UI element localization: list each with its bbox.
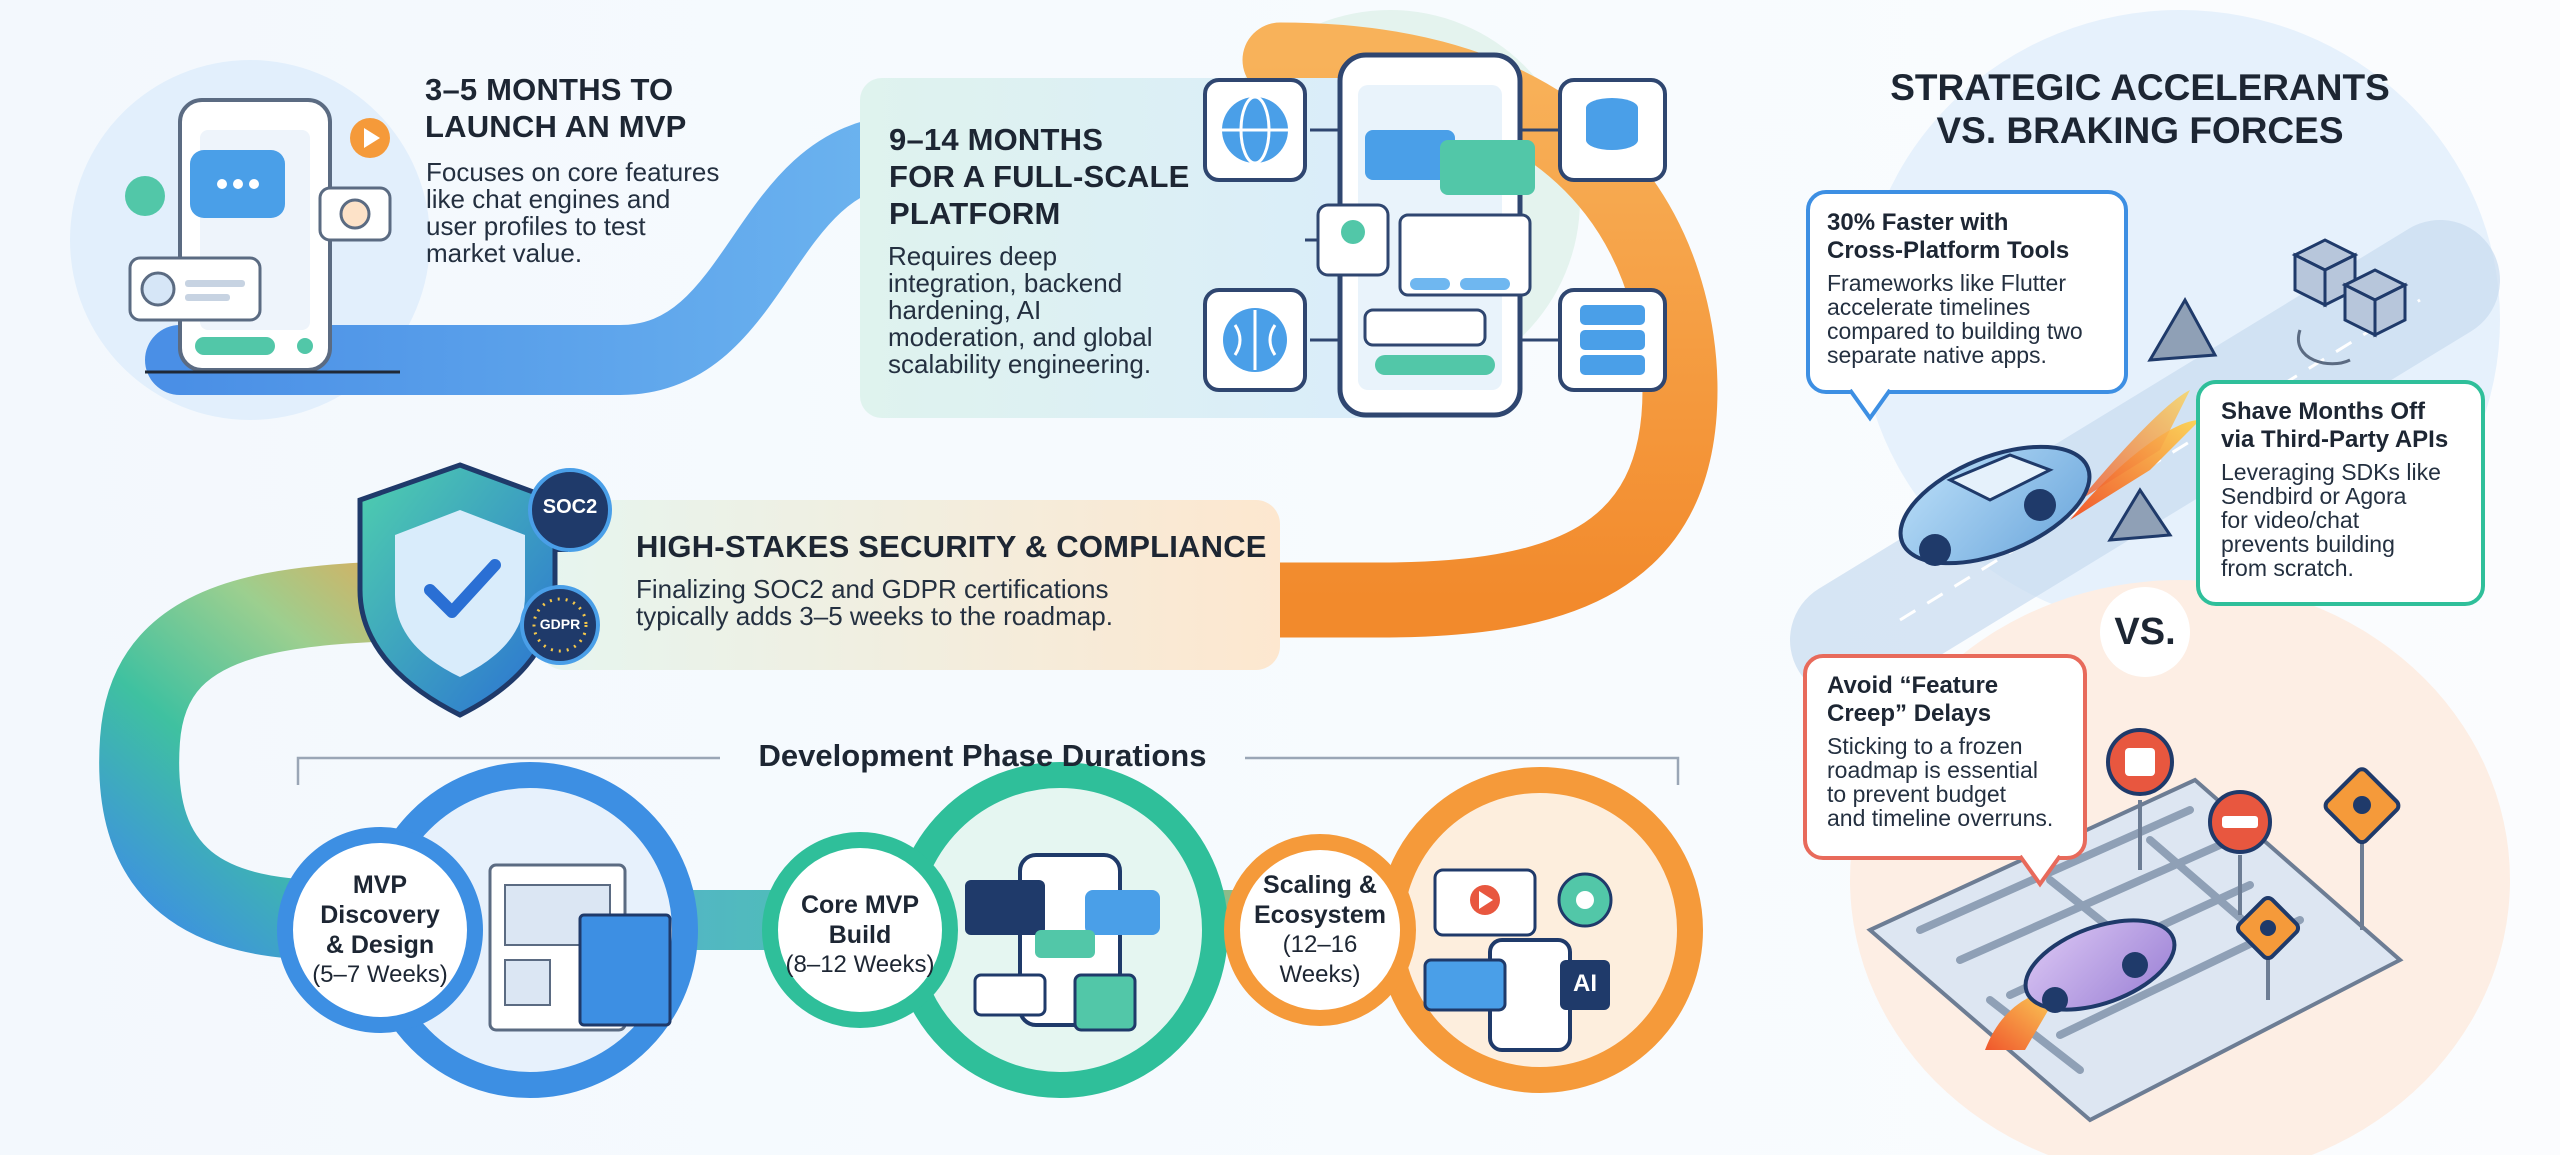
fullscale-description-line: integration, backend [888,268,1123,298]
card-body-line: roadmap is essential [1827,757,2038,783]
phase-3-circles [1224,767,1703,1093]
fullscale-title-line-1: 9–14 MONTHS [889,122,1104,157]
card-body-line: to prevent budget [1827,781,2007,807]
card-feature-creep-box [1803,654,2087,860]
mvp-description-line: market value. [426,238,583,268]
phase-heading: Development Phase Durations [758,738,1207,773]
ai-chip-label: AI [1573,970,1597,997]
card-body-line: separate native apps. [1827,342,2047,368]
fullscale-description-line: Requires deep [888,241,1058,271]
phase-title-line: Core MVP [800,891,920,919]
card-body-line: from scratch. [2221,555,2354,581]
gdpr-badge: GDPR [539,616,581,632]
fullscale-title-line-3: PLATFORM [889,196,1061,231]
security-description-line: typically adds 3–5 weeks to the roadmap. [636,601,1113,631]
phase-title-line: Scaling & [1263,871,1377,899]
fullscale-description-line: moderation, and global [888,322,1153,352]
sidebar-title: STRATEGIC ACCELERANTS VS. BRAKING FORCES [1800,66,2480,152]
card-feature-creep-tail [2018,854,2062,888]
card-third-party-box [2196,380,2485,606]
security-description-line: Finalizing SOC2 and GDPR certifications [636,574,1109,604]
phase-title-line: Ecosystem [1253,901,1387,929]
card-body-line: Frameworks like Flutter [1827,270,2066,296]
phase-title-line: & Design [325,931,435,959]
phase-duration: (5–7 Weeks) [312,961,448,988]
mvp-description-line: Focuses on core features [426,157,720,187]
card-title-line: via Third-Party APIs [2221,426,2449,453]
card-title-line: 30% Faster with [1827,209,2009,236]
mvp-phone-illustration [125,98,400,374]
road-segment-security [99,560,560,960]
mvp-description-line: user profiles to test [426,211,646,241]
card-body-line: compared to building two [1827,318,2083,344]
phase-title-line: MVP [352,871,408,899]
card-body-line: accelerate timelines [1827,294,2031,320]
maze-illustration [1866,728,2404,1123]
phase-mvp-discovery-label: MVP Discovery & Design (5–7 Weeks) [295,860,465,1000]
phase-duration: (8–12 Weeks) [785,951,935,978]
fullscale-description-line: hardening, AI [888,295,1042,325]
road-segment-mvp [145,115,995,395]
fullscale-phone-illustration [1203,52,1667,418]
road-segment-fullscale [1222,22,1718,638]
phase-title-line: Discovery [320,901,440,929]
phase-heading-bracket [296,756,1680,785]
phase-duration: (12–16 Weeks) [1279,931,1361,988]
phase-title-line: Build [828,921,892,949]
soc2-badge: SOC2 [542,496,598,518]
card-cross-platform-tail [1848,388,1892,422]
phase-2-circles [762,762,1228,1098]
phase-core-build-label: Core MVP Build (8–12 Weeks) [780,880,940,990]
mvp-title: 3–5 MONTHS TO LAUNCH AN MVP [425,71,687,145]
security-shield-illustration [357,462,612,718]
mvp-description: Focuses on core features like chat engin… [426,159,719,267]
accelerant-illustration [1790,220,2500,700]
card-body-line: Sendbird or Agora [2221,483,2407,509]
card-title-line: Creep” Delays [1827,700,1992,727]
fullscale-description: Requires deep integration, backend harde… [888,243,1153,378]
security-description: Finalizing SOC2 and GDPR certifications … [636,576,1113,630]
fullscale-description-line: scalability engineering. [888,349,1152,379]
security-title: HIGH-STAKES SECURITY & COMPLIANCE [636,529,1267,564]
card-cross-platform-box [1806,190,2128,394]
card-title-line: Cross-Platform Tools [1827,237,2070,264]
mvp-title-line-2: LAUNCH AN MVP [425,109,687,144]
card-body-line: and timeline overruns. [1827,805,2054,831]
mvp-description-line: like chat engines and [426,184,671,214]
card-title-line: Avoid “Feature [1827,672,1999,699]
card-body-line: Leveraging SDKs like [2221,459,2441,485]
fullscale-title: 9–14 MONTHS FOR A FULL-SCALE PLATFORM [889,121,1190,232]
card-body-line: prevents building [2221,531,2395,557]
card-third-party: Shave Months Off via Third-Party APIs Le… [2221,398,2476,580]
mvp-title-line-1: 3–5 MONTHS TO [425,72,674,107]
security-panel [540,500,1280,670]
phase-1-circles [277,762,698,1098]
card-body-line: Sticking to a frozen [1827,733,2023,759]
sidebar-title-line-2: VS. BRAKING FORCES [1936,110,2344,151]
card-cross-platform: 30% Faster with Cross-Platform Tools Fra… [1827,209,2117,367]
vs-circle [2100,587,2190,677]
fullscale-title-line-2: FOR A FULL-SCALE [889,159,1190,194]
sidebar-title-line-1: STRATEGIC ACCELERANTS [1890,67,2390,108]
card-feature-creep: Avoid “Feature Creep” Delays Sticking to… [1827,672,2077,830]
card-body-line: for video/chat [2221,507,2360,533]
phase-scaling-label: Scaling & Ecosystem (12–16 Weeks) [1240,871,1400,988]
vs-label: VS. [2114,611,2176,653]
card-title-line: Shave Months Off [2221,398,2426,425]
